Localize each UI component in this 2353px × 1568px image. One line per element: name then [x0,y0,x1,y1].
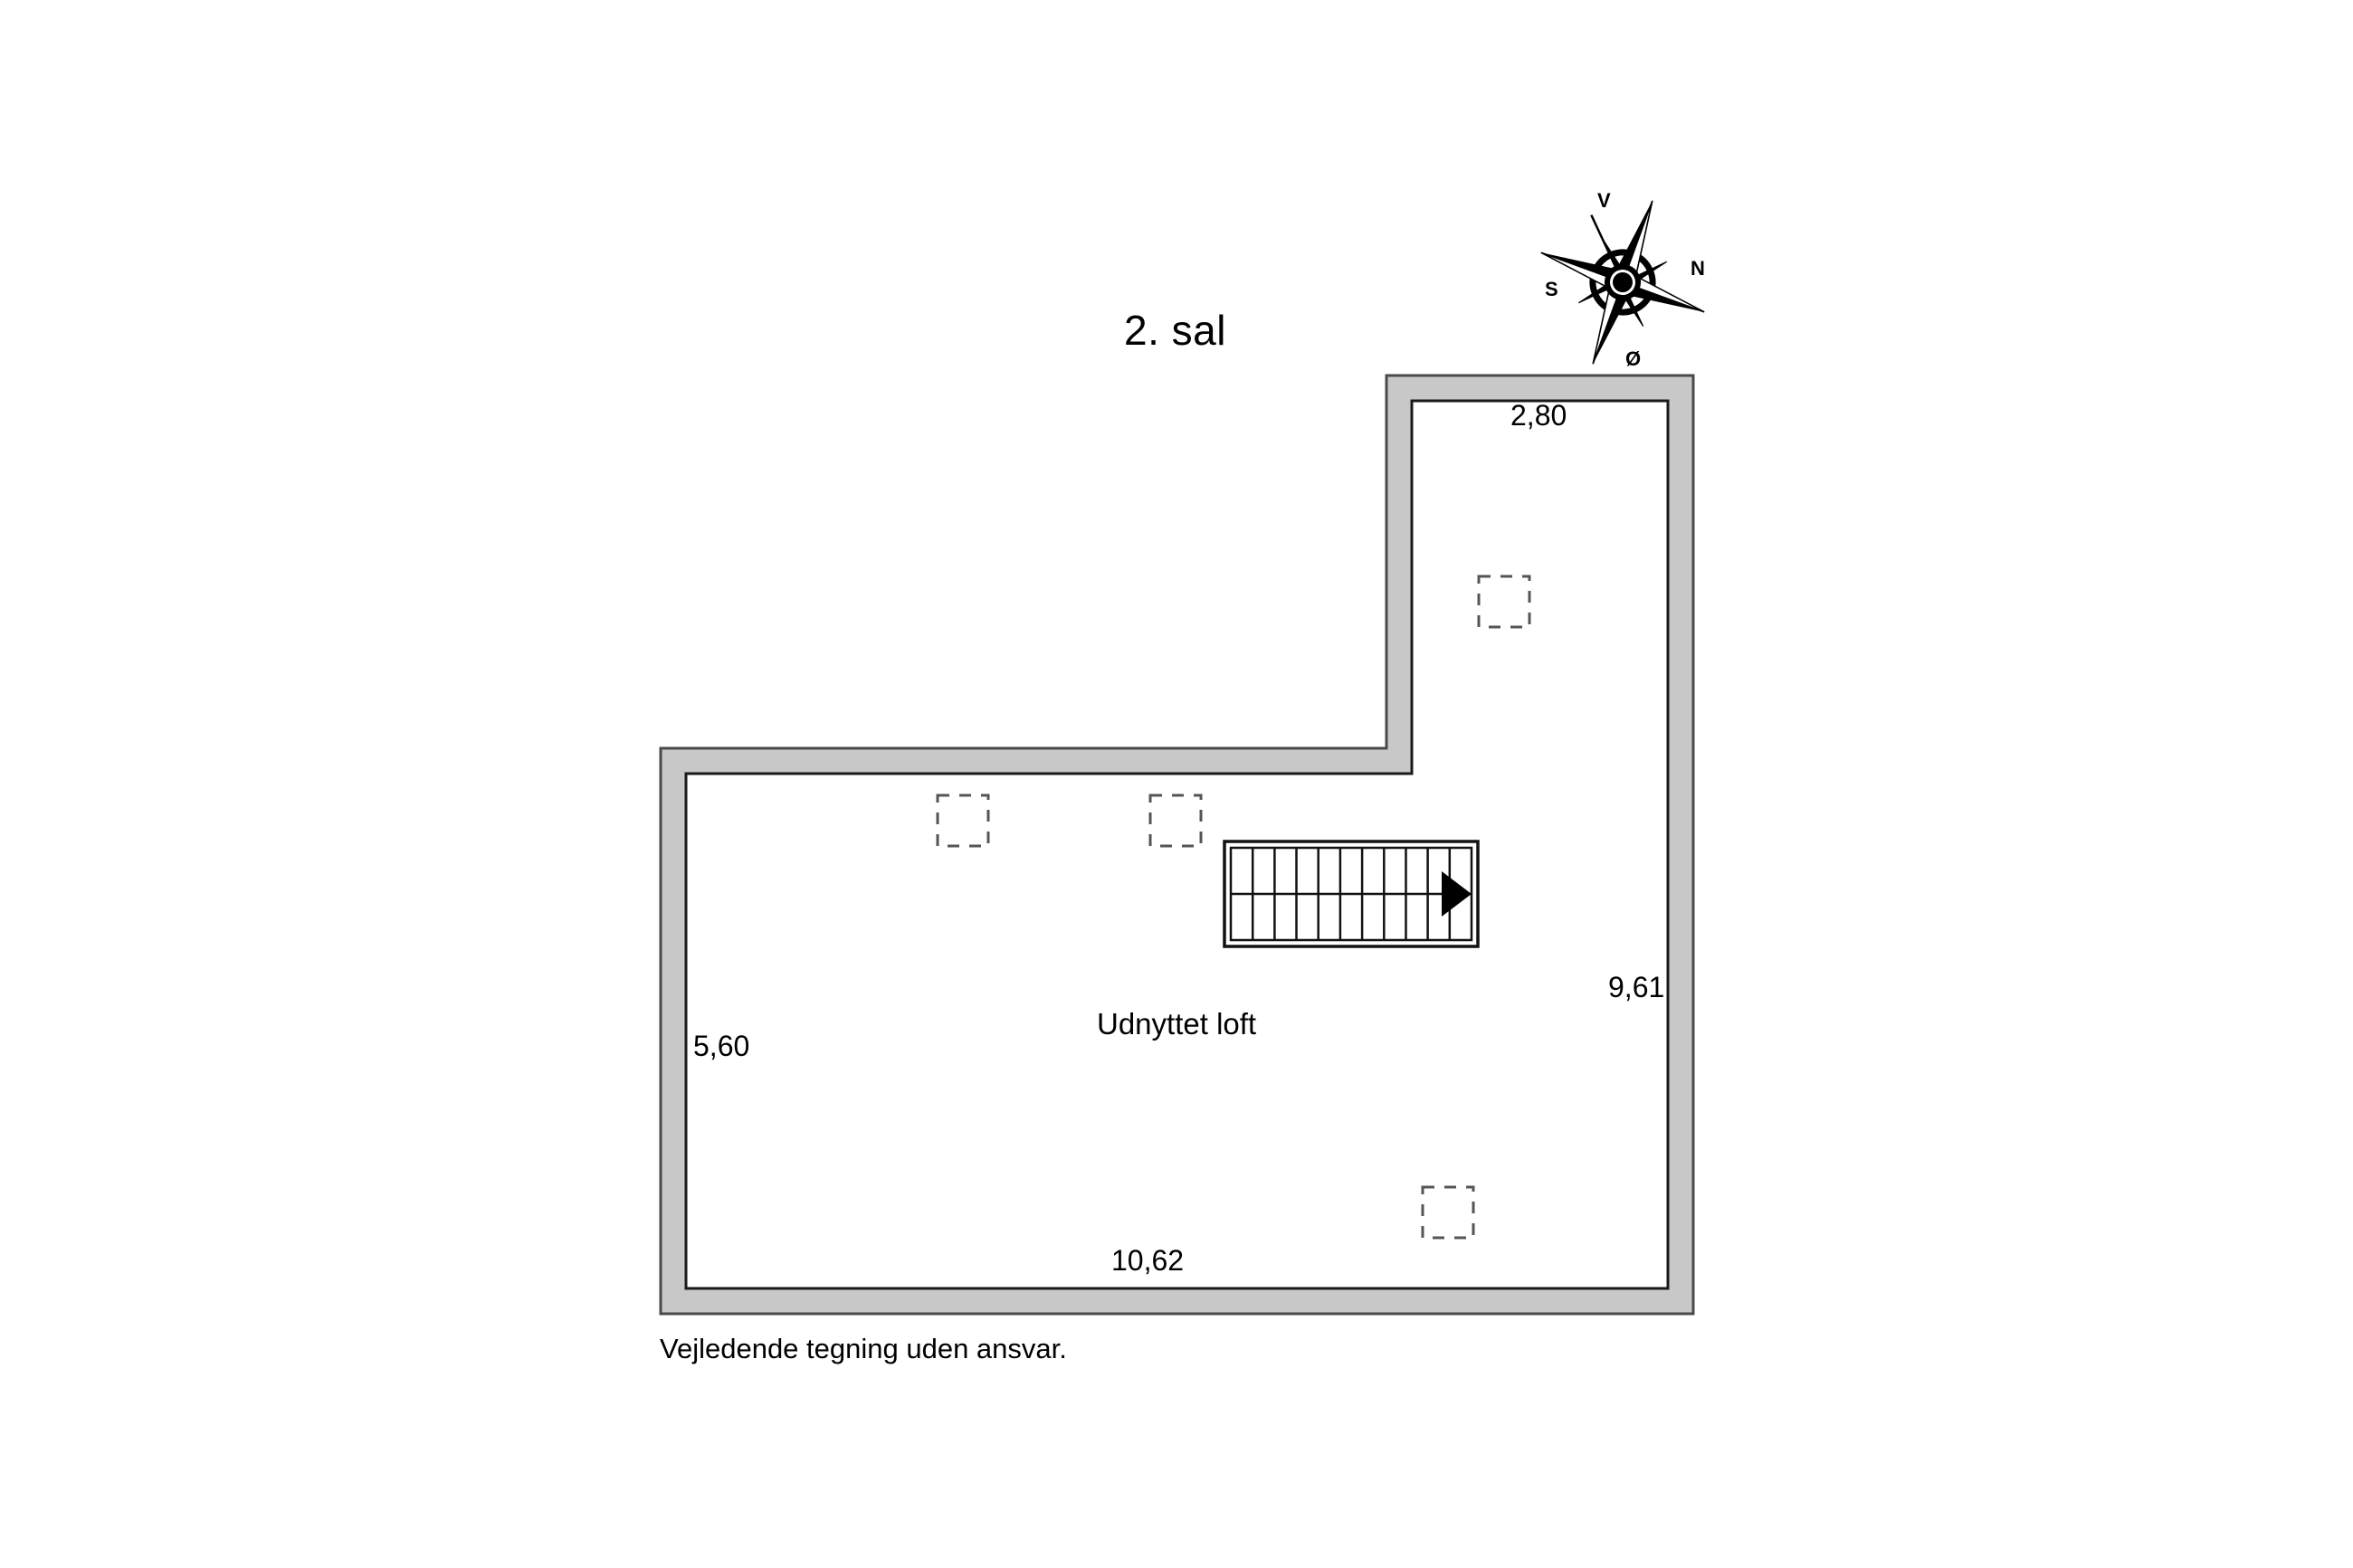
compass-rose-icon [1540,200,1705,365]
room-label-udnyttet-loft: Udnyttet loft [1097,1007,1257,1041]
skylight-upper-wing-icon [1477,575,1531,629]
skylight-loft-left-icon [936,794,990,848]
skylight-loft-lower-right-icon [1421,1185,1475,1240]
dimension-label-right: 9,61 [1608,971,1665,1003]
page-title: 2. sal [1124,307,1226,354]
interior-floor-area [684,399,1670,1290]
compass-label-west: V [1597,189,1611,212]
compass-label-east: Ø [1625,347,1642,370]
compass-label-south: S [1545,278,1558,300]
dimension-label-top: 2,80 [1510,399,1567,432]
stair-direction-arrow-icon [1442,871,1472,917]
staircase-icon [1223,840,1480,948]
dimension-label-bottom: 10,62 [1111,1244,1185,1277]
skylight-loft-mid-icon [1148,794,1203,848]
dimension-label-left: 5,60 [693,1030,750,1062]
disclaimer-text: Vejledende tegning uden ansvar. [660,1333,1067,1364]
compass-label-north: N [1691,257,1705,280]
